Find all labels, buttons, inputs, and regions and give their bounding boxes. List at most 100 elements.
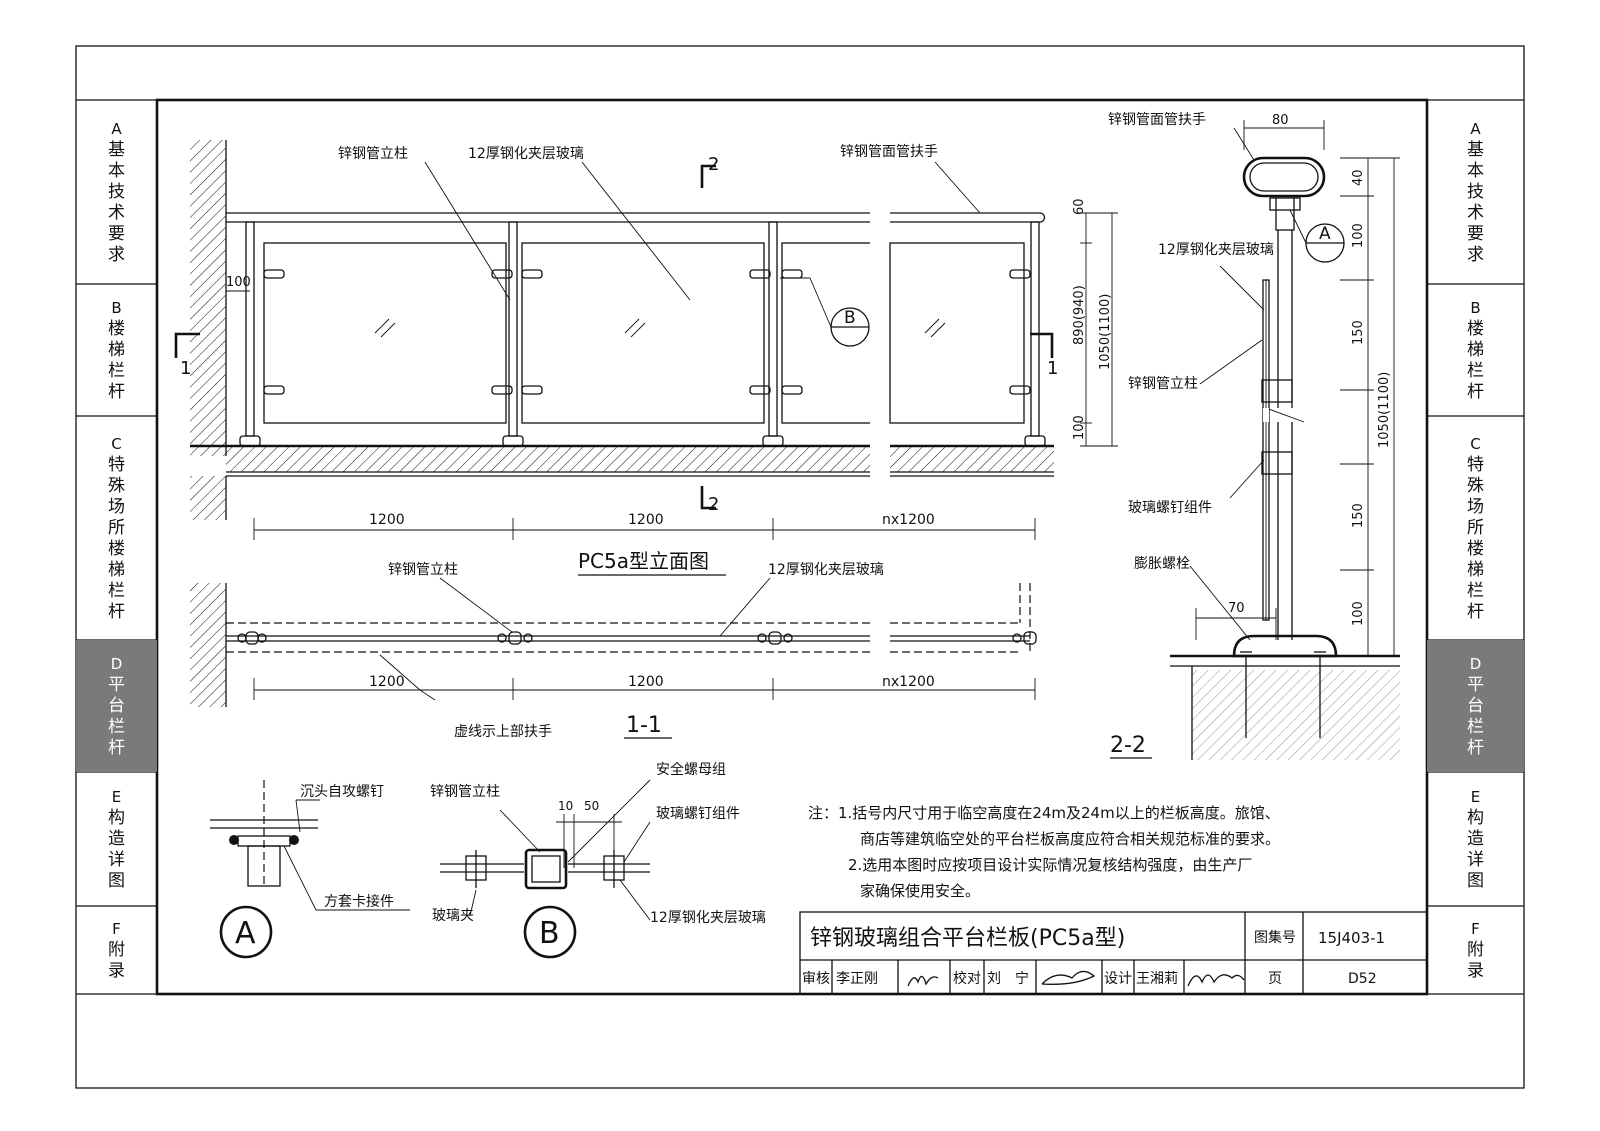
- elev-section-2-bottom: 2: [708, 494, 719, 515]
- title-block-check-label: 校对: [953, 970, 981, 987]
- sec-dim-40: 40: [1351, 169, 1366, 186]
- detail-b-dim-10: 10: [558, 799, 573, 813]
- detail-a-label-connector: 方套卡接件: [324, 893, 394, 910]
- plan-label-dashed: 虚线示上部扶手: [454, 724, 552, 740]
- title-block-page-no: D52: [1348, 971, 1377, 987]
- detail-a-title: A: [235, 916, 256, 951]
- title-block-title: 锌钢玻璃组合平台栏板(PC5a型): [810, 926, 1125, 951]
- title-block-checker: 刘 宁: [987, 970, 1029, 987]
- side-tab-letter: A: [111, 119, 122, 138]
- side-tab-text: 楼梯栏杆: [108, 318, 125, 402]
- elev-bay-2: 1200: [628, 512, 664, 528]
- sec-label-handrail: 锌钢管面管扶手: [1108, 112, 1206, 128]
- sec-label-post: 锌钢管立柱: [1128, 376, 1198, 392]
- sec-dim-1050: 1050(1100): [1377, 372, 1392, 448]
- side-tab-text: 基本技术要求: [108, 139, 125, 265]
- reviewer-signature: [907, 975, 939, 987]
- sec-dim-100b: 100: [1351, 601, 1366, 626]
- right-side-tabs: [1427, 283, 1524, 907]
- plan-bay-3: nx1200: [882, 674, 935, 690]
- sec-dim-70: 70: [1228, 601, 1245, 616]
- plan-bay-1: 1200: [369, 674, 405, 690]
- note-line-2: 商店等建筑临空处的平台栏板高度应符合相关规范标准的要求。: [860, 830, 1280, 848]
- detail-b-title: B: [539, 916, 560, 951]
- detail-b: [440, 779, 651, 959]
- elev-label-glass: 12厚钢化夹层玻璃: [468, 145, 584, 162]
- title-block-atlas-no: 15J403-1: [1318, 929, 1385, 947]
- checker-signature: [1041, 970, 1096, 985]
- detail-a-label-screw: 沉头自攻螺钉: [300, 784, 384, 800]
- elev-label-post: 锌钢管立柱: [338, 146, 408, 162]
- sec-dim-150b: 150: [1351, 503, 1366, 528]
- sec-label-bolt-set: 玻璃螺钉组件: [1128, 499, 1212, 516]
- side-tab-letter: C: [111, 434, 122, 453]
- note-line-4: 家确保使用安全。: [860, 882, 980, 900]
- title-block-page-label: 页: [1268, 971, 1282, 987]
- plan-label-post: 锌钢管立柱: [388, 562, 458, 578]
- detail-b-label-nut: 安全螺母组: [656, 761, 726, 778]
- side-tab-text: 附录: [1467, 939, 1484, 981]
- side-tab-text: 平台栏杆: [108, 674, 125, 758]
- side-tab-text: 特殊场所楼梯栏杆: [1467, 454, 1484, 622]
- side-tab-letter: A: [1470, 119, 1481, 138]
- elev-callout-b: B: [844, 308, 856, 328]
- side-tab-letter: D: [110, 654, 123, 673]
- detail-b-dim-50: 50: [584, 799, 599, 813]
- outer-frame: [75, 45, 1525, 1089]
- sec-dim-150a: 150: [1351, 320, 1366, 345]
- note-line-3: 2.选用本图时应按项目设计实际情况复核结构强度，由生产厂: [848, 856, 1252, 874]
- side-tab-text: 构造详图: [1467, 807, 1484, 891]
- side-tab-text: 附录: [108, 939, 125, 981]
- side-tab-letter: C: [1470, 434, 1481, 453]
- side-tab-letter: B: [1470, 298, 1481, 317]
- sec-title: 2-2: [1110, 733, 1146, 758]
- elev-dim-60: 60: [1072, 198, 1087, 215]
- side-tab-text: 平台栏杆: [1467, 674, 1484, 758]
- sec-label-expansion: 膨胀螺栓: [1134, 555, 1190, 572]
- section-2-2: [1110, 120, 1400, 760]
- detail-b-label-clamp: 玻璃夹: [432, 907, 474, 924]
- elev-dim-100b: 100: [1072, 415, 1087, 440]
- sec-callout-a: A: [1319, 224, 1331, 244]
- detail-b-label-post: 锌钢管立柱: [430, 784, 500, 800]
- detail-b-label-bolt: 玻璃螺钉组件: [656, 805, 740, 822]
- elev-title: PC5a型立面图: [578, 549, 709, 573]
- elevation-view: [174, 140, 1118, 576]
- designer-signature: [1187, 974, 1245, 987]
- side-tab-text: 楼梯栏杆: [1467, 318, 1484, 402]
- drawing-labels: 锌钢管立柱 12厚钢化夹层玻璃 锌钢管面管扶手 100 60 890(940) …: [180, 112, 1392, 987]
- detail-b-label-glass: 12厚钢化夹层玻璃: [650, 909, 766, 926]
- plan-title: 1-1: [626, 713, 662, 738]
- side-tab-letter: F: [1471, 919, 1480, 938]
- detail-a: [210, 780, 410, 959]
- elev-label-handrail: 锌钢管面管扶手: [840, 144, 938, 160]
- elev-section-1-left: 1: [180, 358, 191, 379]
- left-side-tabs: [76, 283, 157, 907]
- side-tab-letter: E: [1470, 787, 1481, 806]
- side-tab-letter: E: [111, 787, 122, 806]
- title-block-reviewer: 李正刚: [836, 971, 878, 987]
- elev-dim-890: 890(940): [1072, 285, 1087, 345]
- side-tab-active-bg: [76, 640, 157, 772]
- elev-bay-1: 1200: [369, 512, 405, 528]
- plan-bay-2: 1200: [628, 674, 664, 690]
- elev-bay-3: nx1200: [882, 512, 935, 528]
- side-tab-text: 构造详图: [108, 807, 125, 891]
- plan-label-glass: 12厚钢化夹层玻璃: [768, 561, 884, 578]
- title-block: [799, 911, 1428, 995]
- title-block-design-label: 设计: [1104, 971, 1132, 987]
